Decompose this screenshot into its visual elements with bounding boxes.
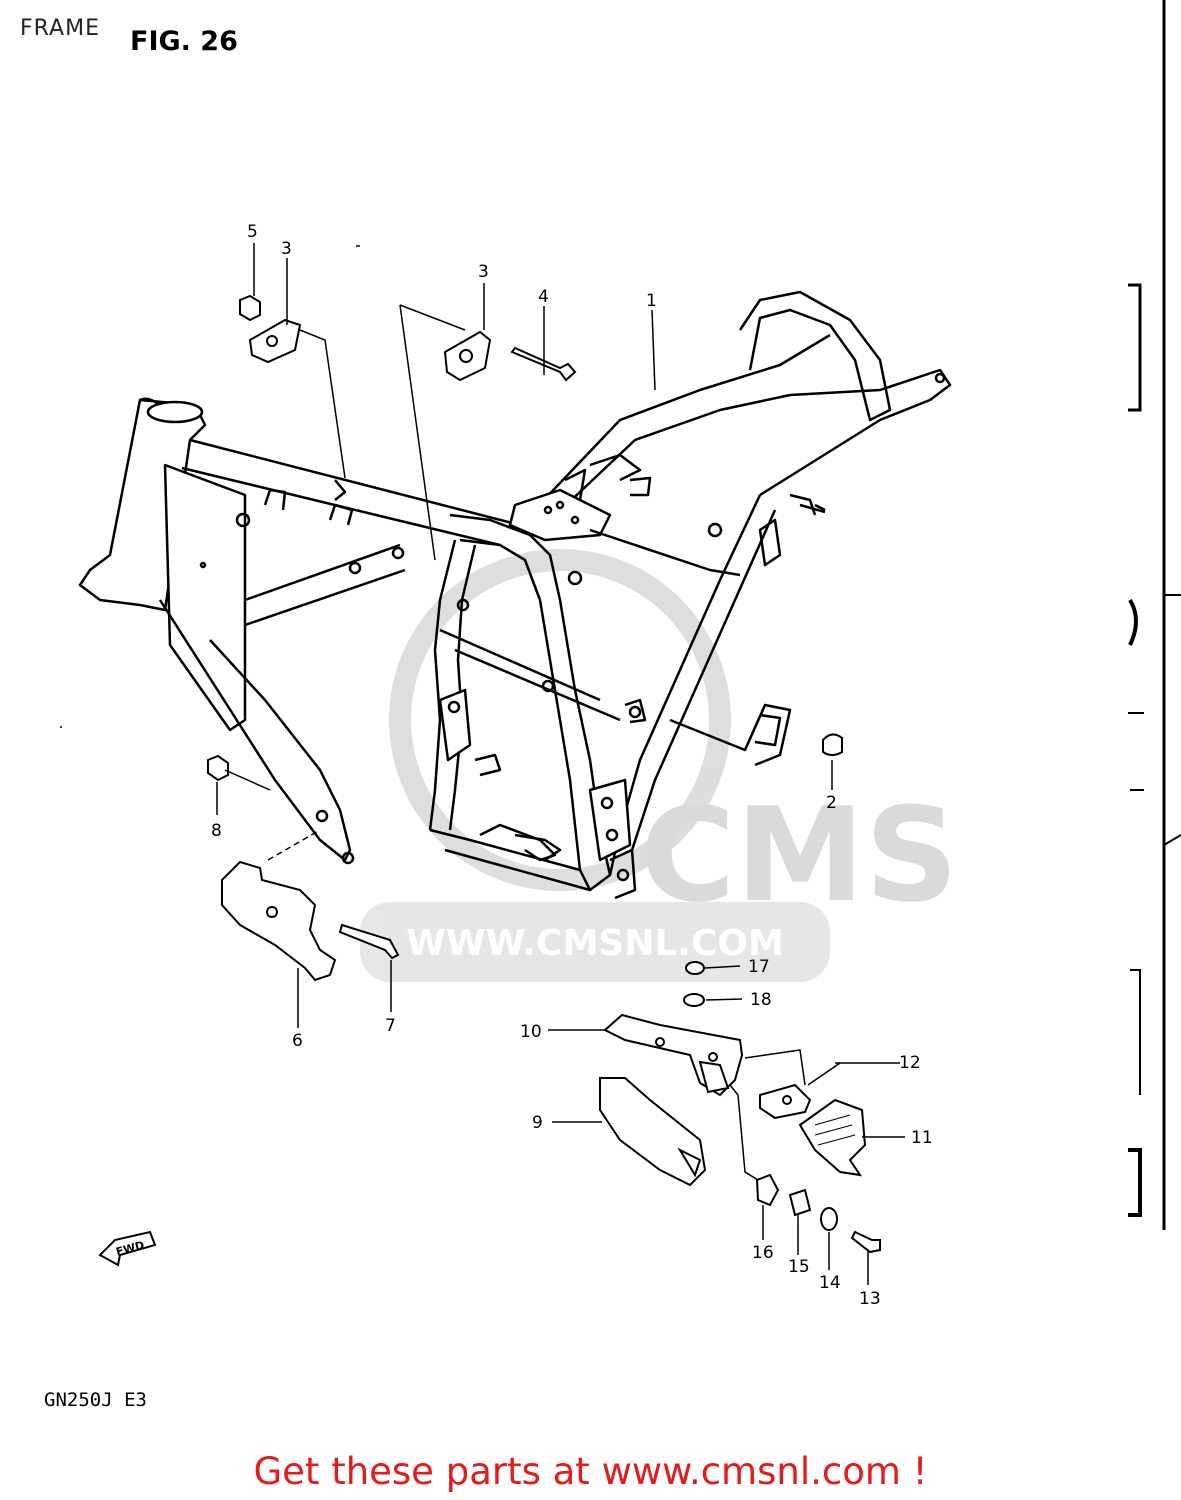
- callout-8: 8: [211, 821, 222, 841]
- watermark-url: WWW.CMSNL.COM: [406, 923, 784, 964]
- frame-main: [78, 290, 952, 900]
- callout-10: 10: [520, 1022, 542, 1042]
- fwd-arrow-icon: [98, 1230, 157, 1267]
- bolt-part-7: [338, 923, 400, 960]
- cover-part-9: [599, 1077, 707, 1187]
- callout-3b: 3: [478, 262, 489, 282]
- callout-4: 4: [538, 287, 549, 307]
- bushing-part-16: [755, 1173, 780, 1207]
- nut-part-17: [685, 961, 705, 975]
- callout-numbers: 5 3 3 4 1 2 8 6 7 17 18 10 12 9 11 16 15…: [211, 222, 933, 1309]
- callout-18: 18: [750, 990, 772, 1010]
- callout-3a: 3: [281, 239, 292, 259]
- cap-part-2: [822, 733, 843, 756]
- callout-6: 6: [292, 1031, 303, 1051]
- leader-lines: [60, 243, 905, 1285]
- callout-12: 12: [899, 1053, 921, 1073]
- callout-15: 15: [788, 1257, 810, 1277]
- callout-5: 5: [247, 222, 258, 242]
- callout-1: 1: [646, 291, 657, 311]
- page-edge-marks: [1128, 0, 1181, 1230]
- section-title: FRAME: [20, 16, 100, 41]
- bolt-part-13: [850, 1230, 881, 1254]
- washer-part-18: [683, 993, 705, 1007]
- callout-9: 9: [532, 1113, 543, 1133]
- cms-watermark: CMS WWW.CMSNL.COM: [360, 549, 958, 982]
- callout-13: 13: [859, 1289, 881, 1309]
- callout-17: 17: [748, 957, 770, 977]
- small-parts: [98, 294, 881, 1267]
- callout-7: 7: [385, 1016, 396, 1036]
- nut-part-8: [207, 754, 229, 782]
- nut-part-5: [239, 294, 261, 322]
- bracket-part-6: [221, 860, 337, 982]
- callout-2: 2: [826, 793, 837, 813]
- callout-11: 11: [911, 1128, 933, 1148]
- footrest-plate-part-11: [798, 1098, 867, 1177]
- callout-16: 16: [752, 1243, 774, 1263]
- spacer-part-15: [788, 1188, 812, 1217]
- callout-14: 14: [819, 1273, 841, 1293]
- washer-part-14: [820, 1207, 838, 1231]
- model-code: GN250J E3: [44, 1389, 147, 1411]
- figure-number: FIG. 26: [130, 26, 238, 57]
- get-parts-link[interactable]: Get these parts at www.cmsnl.com !: [253, 1450, 928, 1493]
